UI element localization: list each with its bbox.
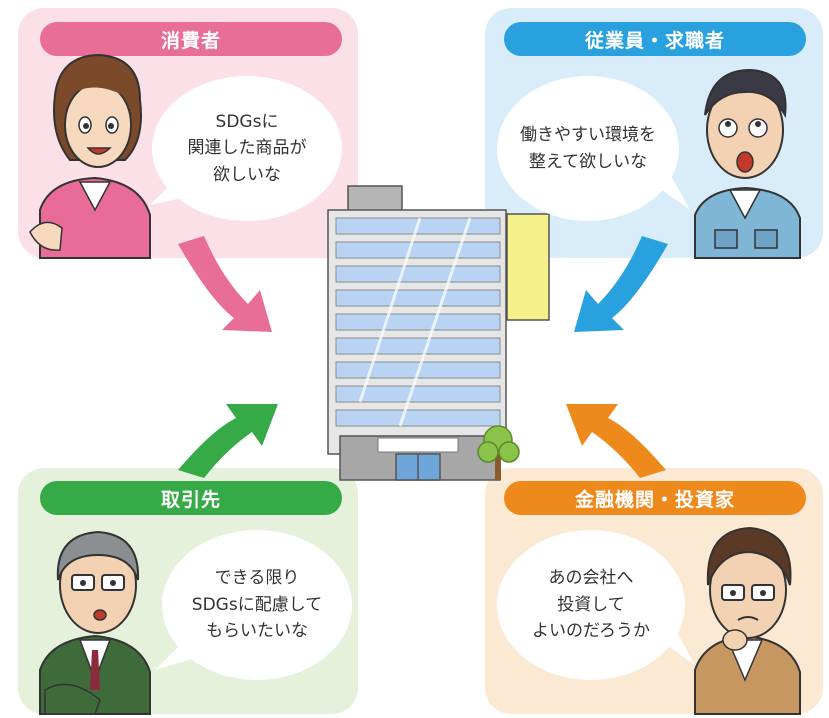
partner-speech-bubble: できる限り SDGsに配慮して もらいたいな <box>162 530 352 680</box>
partner-title: 取引先 <box>40 481 342 515</box>
partner-speech-line: SDGsに配慮して <box>191 594 323 615</box>
employee-person-icon <box>694 68 801 259</box>
employee-speech-line: 整えて欲しいな <box>528 151 648 172</box>
investor-person-icon <box>694 526 801 715</box>
consumer-speech-line: SDGsに <box>215 111 279 132</box>
partner-speech-line: できる限り <box>214 568 300 589</box>
employee-speech-line: 働きやすい環境を <box>520 125 656 146</box>
consumer-speech-bubble: SDGsに 関連した商品が 欲しいな <box>152 76 342 221</box>
consumer-arrow-icon <box>178 236 272 332</box>
consumer-speech-line: 関連した商品が <box>187 138 307 159</box>
consumer-speech-line: 欲しいな <box>213 164 281 185</box>
employee-title: 従業員・求職者 <box>504 22 806 56</box>
employee-speech-bubble: 働きやすい環境を 整えて欲しいな <box>497 76 679 221</box>
investor-arrow-icon <box>566 404 666 478</box>
investor-speech-line: よいのだろうか <box>532 621 650 642</box>
consumer-title: 消費者 <box>40 22 342 56</box>
employee-arrow-icon <box>574 236 668 332</box>
investor-speech-line: あの会社へ <box>548 568 634 589</box>
investor-speech-bubble: あの会社へ 投資して よいのだろうか <box>497 530 685 680</box>
partner-speech-line: もらいたいな <box>206 621 308 642</box>
investor-speech-line: 投資して <box>557 594 625 615</box>
company-building-icon <box>327 185 550 481</box>
investor-title: 金融機関・投資家 <box>504 481 806 515</box>
consumer-person-icon <box>29 53 151 259</box>
partner-person-icon <box>39 530 151 715</box>
partner-arrow-icon <box>178 404 278 478</box>
